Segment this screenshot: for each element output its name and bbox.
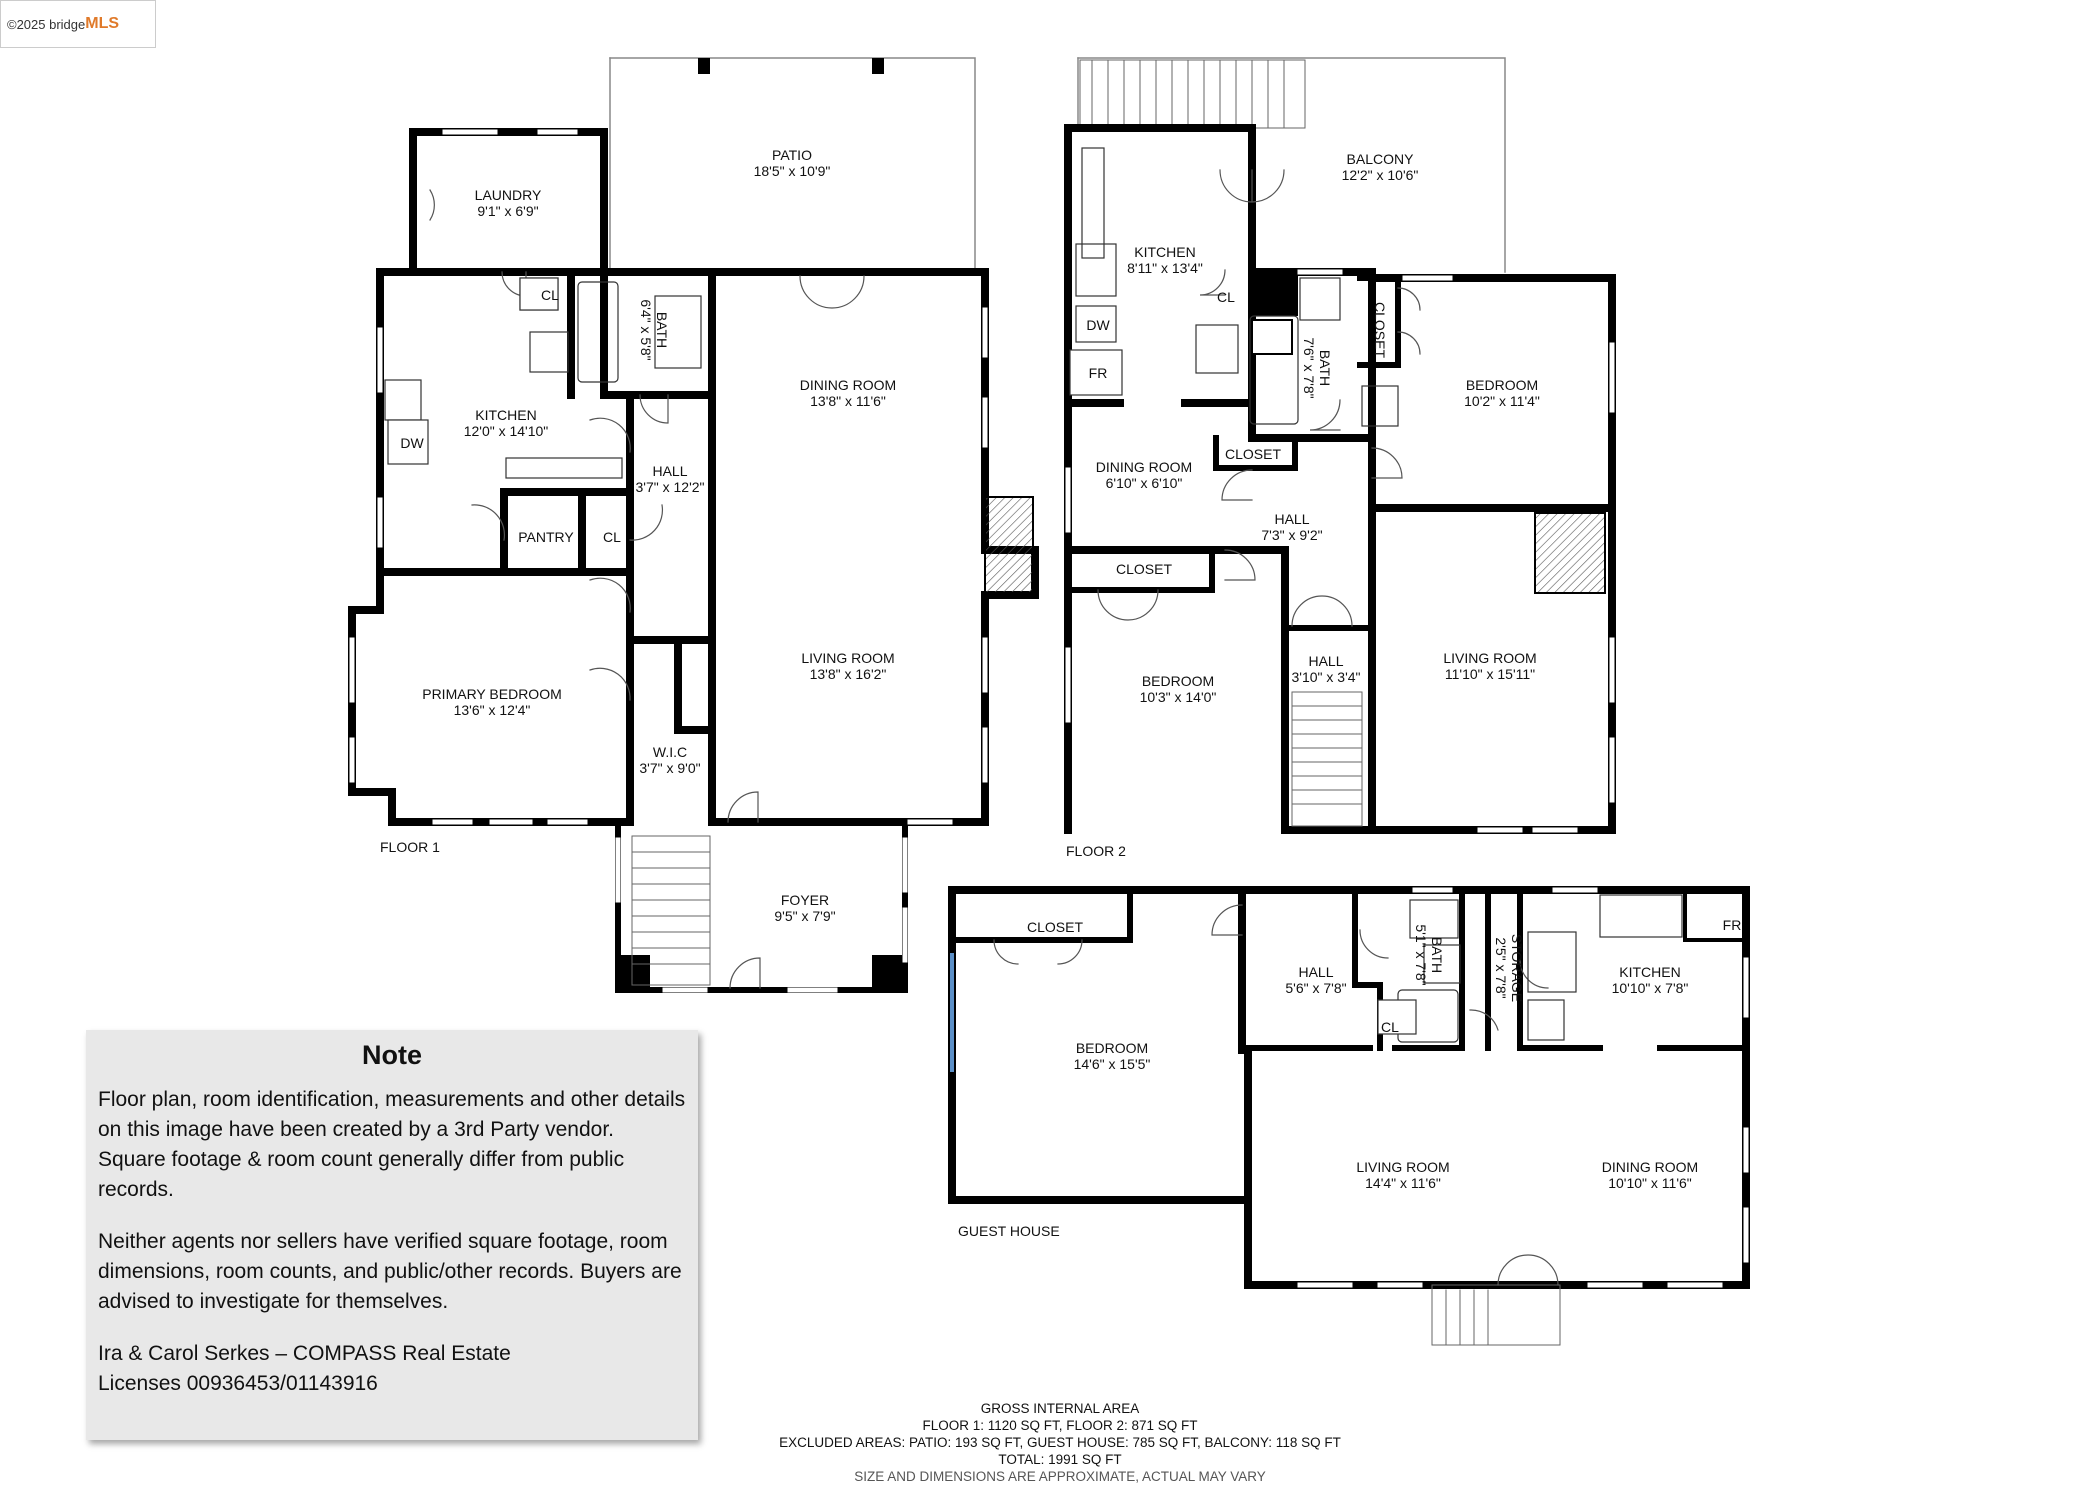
room-dimension: 8'11" x 13'4" bbox=[1127, 260, 1203, 276]
note-title: Note bbox=[362, 1040, 422, 1070]
fixture-label: CLOSET bbox=[1116, 561, 1172, 577]
room-dimension: 5'6" x 7'8" bbox=[1285, 980, 1346, 996]
floor-2-label: FLOOR 2 bbox=[1066, 843, 1126, 859]
room-dimension: 10'2" x 11'4" bbox=[1464, 393, 1540, 409]
room-name: BATH bbox=[654, 312, 670, 348]
room-dimension: 6'4" x 5'8" bbox=[638, 299, 654, 360]
room-dimension: 10'10" x 7'8" bbox=[1612, 980, 1689, 996]
room-dimension: 14'6" x 15'5" bbox=[1074, 1056, 1151, 1072]
fixture-label: CL bbox=[1217, 289, 1235, 305]
guest-house-plan bbox=[948, 886, 1750, 1346]
room-name: BEDROOM bbox=[1466, 377, 1538, 393]
area-floors: FLOOR 1: 1120 SQ FT, FLOOR 2: 871 SQ FT bbox=[922, 1418, 1198, 1433]
room-name: W.I.C bbox=[653, 744, 687, 760]
room-name: KITCHEN bbox=[1134, 244, 1195, 260]
room-name: PATIO bbox=[772, 147, 812, 163]
room-dimension: 14'4" x 11'6" bbox=[1365, 1175, 1441, 1191]
room-dimension: 3'10" x 3'4" bbox=[1292, 669, 1361, 685]
room-name: BEDROOM bbox=[1076, 1040, 1148, 1056]
note-paragraph-vendor: Floor plan, room identification, measure… bbox=[98, 1088, 686, 1201]
room-name: FOYER bbox=[781, 892, 829, 908]
fixture-label: FR bbox=[1089, 365, 1108, 381]
room-dimension: 2'5" x 7'8" bbox=[1493, 937, 1509, 998]
room-name: BATH bbox=[1429, 937, 1445, 973]
fixture-label: CLOSET bbox=[1027, 919, 1083, 935]
watermark-copyright: ©2025 bridge bbox=[7, 16, 86, 32]
room-name: STORAGE bbox=[1509, 934, 1525, 1002]
room-name: DINING ROOM bbox=[800, 377, 896, 393]
room-name: HALL bbox=[1274, 511, 1309, 527]
room-name: HALL bbox=[652, 463, 687, 479]
room-name: DINING ROOM bbox=[1096, 459, 1192, 475]
room-dimension: 10'10" x 11'6" bbox=[1608, 1175, 1692, 1191]
room-dimension: 3'7" x 9'0" bbox=[639, 760, 700, 776]
floor-2-plan bbox=[1064, 57, 1616, 834]
room-dimension: 12'0" x 14'10" bbox=[464, 423, 549, 439]
floor-1-label: FLOOR 1 bbox=[380, 839, 440, 855]
area-disclaimer: SIZE AND DIMENSIONS ARE APPROXIMATE, ACT… bbox=[854, 1469, 1266, 1484]
room-name: HALL bbox=[1308, 653, 1343, 669]
room-dimension: 9'5" x 7'9" bbox=[774, 908, 835, 924]
room-dimension: 11'10" x 15'11" bbox=[1445, 666, 1535, 682]
room-dimension: 6'10" x 6'10" bbox=[1106, 475, 1183, 491]
room-dimension: 13'6" x 12'4" bbox=[454, 702, 531, 718]
room-name: BATH bbox=[1317, 350, 1333, 386]
room-dimension: 12'2" x 10'6" bbox=[1342, 167, 1419, 183]
room-dimension: 7'3" x 9'2" bbox=[1261, 527, 1322, 543]
room-dimension: 10'3" x 14'0" bbox=[1140, 689, 1217, 705]
room-dimension: 9'1" x 6'9" bbox=[477, 203, 538, 219]
area-total: TOTAL: 1991 SQ FT bbox=[998, 1452, 1122, 1467]
room-dimension: 3'7" x 12'2" bbox=[636, 479, 705, 495]
room-name: BEDROOM bbox=[1142, 673, 1214, 689]
room-name: LIVING ROOM bbox=[801, 650, 894, 666]
note-agent-info: Ira & Carol Serkes – COMPASS Real Estate… bbox=[98, 1339, 686, 1399]
room-name: LIVING ROOM bbox=[1356, 1159, 1449, 1175]
disclaimer-note: Note Floor plan, room identification, me… bbox=[86, 1030, 698, 1440]
watermark-brand: MLS bbox=[85, 15, 120, 32]
fixture-label: CL bbox=[603, 529, 621, 545]
room-dimension: 18'5" x 10'9" bbox=[754, 163, 831, 179]
gross-internal-area: GROSS INTERNAL AREA FLOOR 1: 1120 SQ FT,… bbox=[700, 1400, 1420, 1485]
room-name: DINING ROOM bbox=[1602, 1159, 1698, 1175]
area-heading: GROSS INTERNAL AREA bbox=[980, 1401, 1140, 1416]
floor-1-plan bbox=[348, 57, 1039, 993]
area-excluded: EXCLUDED AREAS: PATIO: 193 SQ FT, GUEST … bbox=[779, 1435, 1341, 1450]
room-labels: PATIO 18'5" x 10'9" LAUNDRY 9'1" x 6'9" … bbox=[400, 147, 1741, 1191]
room-name: PRIMARY BEDROOM bbox=[422, 686, 562, 702]
room-name: KITCHEN bbox=[475, 407, 536, 423]
room-dimension: 7'6" x 7'8" bbox=[1301, 337, 1317, 398]
room-dimension: 13'8" x 11'6" bbox=[810, 393, 886, 409]
fixture-label: CL bbox=[541, 287, 559, 303]
fixture-label: CL bbox=[1381, 1019, 1399, 1035]
guest-house-label: GUEST HOUSE bbox=[958, 1223, 1060, 1239]
room-dimension: 5'1" x 7'8" bbox=[1413, 924, 1429, 985]
fixture-label: CLOSET bbox=[1225, 446, 1281, 462]
room-name: HALL bbox=[1298, 964, 1333, 980]
note-agent-name: Ira & Carol Serkes – COMPASS Real Estate bbox=[98, 1342, 511, 1365]
note-paragraph-verify: Neither agents nor sellers have verified… bbox=[98, 1230, 682, 1313]
room-name: LAUNDRY bbox=[475, 187, 542, 203]
fixture-label: DW bbox=[400, 435, 424, 451]
room-name: BALCONY bbox=[1347, 151, 1415, 167]
fixture-label: FR bbox=[1723, 917, 1742, 933]
room-name: LIVING ROOM bbox=[1443, 650, 1536, 666]
fixture-label: CLOSET bbox=[1372, 302, 1388, 358]
fixture-label: DW bbox=[1086, 317, 1110, 333]
note-licenses: Licenses 00936453/01143916 bbox=[98, 1372, 378, 1395]
floor-labels: FLOOR 1 FLOOR 2 GUEST HOUSE bbox=[380, 839, 1126, 1239]
room-dimension: 13'8" x 16'2" bbox=[810, 666, 887, 682]
room-name: KITCHEN bbox=[1619, 964, 1680, 980]
fixture-label: PANTRY bbox=[518, 529, 574, 545]
